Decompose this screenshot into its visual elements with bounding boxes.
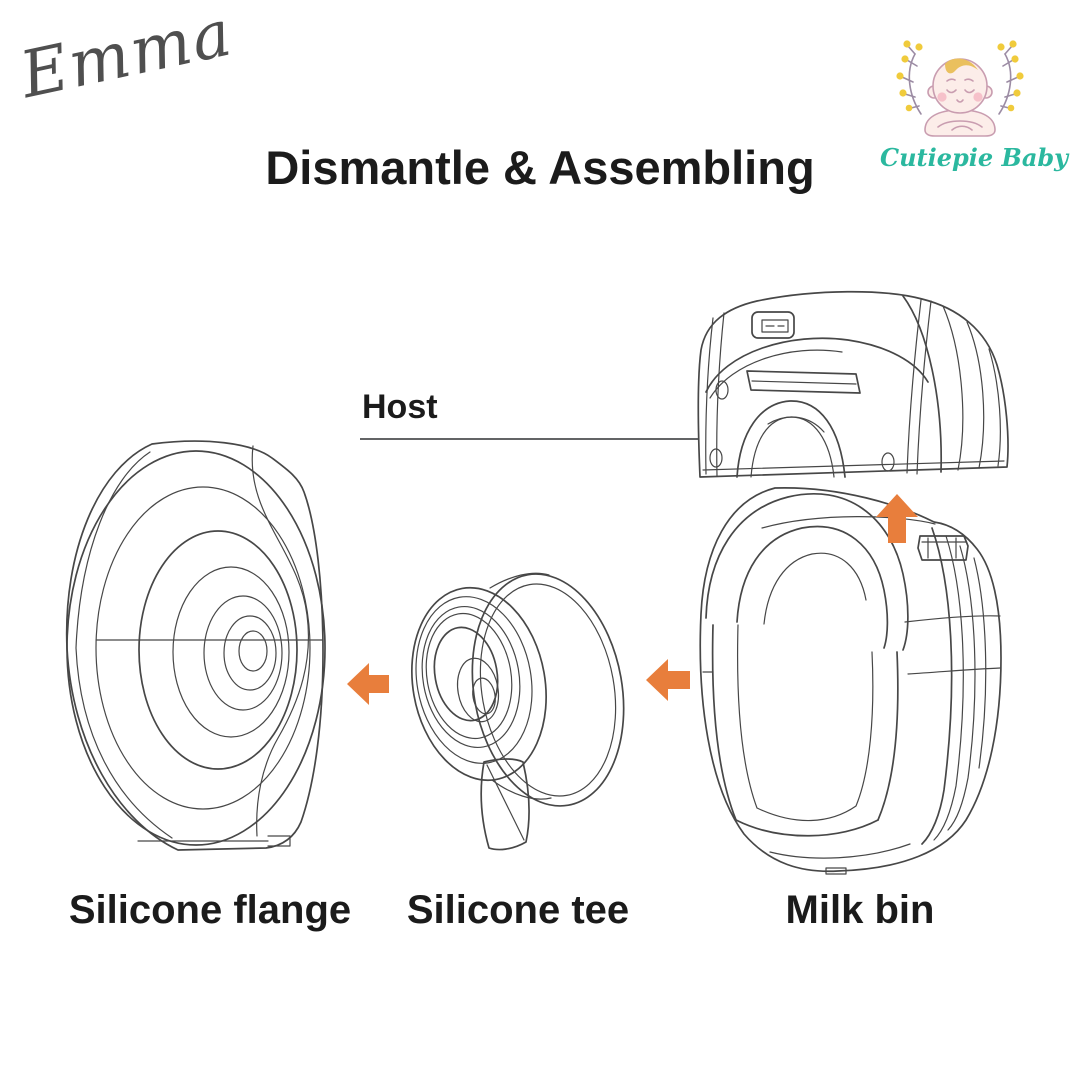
arrow-bin-to-tee bbox=[646, 659, 690, 701]
page-title: Dismantle & Assembling bbox=[265, 141, 815, 194]
right-branch-icon bbox=[997, 40, 1024, 115]
part-label-host: Host bbox=[362, 388, 438, 426]
arrow-bin-to-host bbox=[876, 494, 918, 543]
arrow-tee-to-flange bbox=[347, 663, 389, 705]
part-label-milk-bin: Milk bin bbox=[785, 888, 935, 932]
silicone-flange-drawing bbox=[65, 440, 326, 851]
brand-name: Cutiepie Baby bbox=[880, 143, 1069, 172]
baby-logo-icon bbox=[896, 40, 1024, 137]
part-label-silicone-flange: Silicone flange bbox=[68, 888, 352, 932]
part-label-silicone-tee: Silicone tee bbox=[406, 888, 630, 932]
milk-bin-drawing bbox=[699, 487, 1002, 875]
brand-logo: Cutiepie Baby bbox=[880, 34, 1069, 172]
host-leader-line bbox=[360, 438, 698, 440]
host-drawing bbox=[697, 290, 1009, 478]
silicone-tee-drawing bbox=[411, 572, 625, 851]
baby-icon bbox=[924, 58, 996, 137]
left-branch-icon bbox=[896, 40, 923, 115]
